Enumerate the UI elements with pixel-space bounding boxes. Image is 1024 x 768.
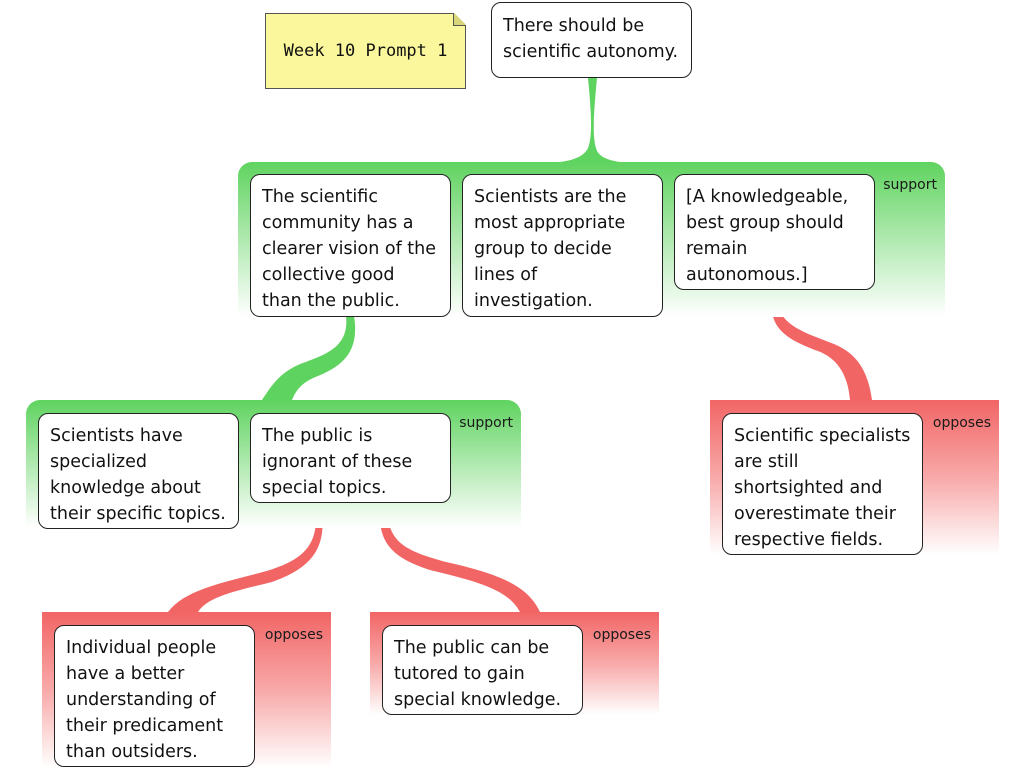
claim-knowledgeable-group[interactable]: [A knowledgeable, best group should rema… [674, 174, 875, 290]
claim-text: Scientists are the most appropriate grou… [474, 187, 627, 311]
oppose-connector-tutored [379, 512, 540, 612]
oppose-group-label: opposes [592, 627, 651, 643]
claim-text: The public is ignorant of these special … [262, 426, 413, 498]
claim-specialized-knowledge[interactable]: Scientists have specialized knowledge ab… [38, 413, 239, 529]
support-connector-root [560, 78, 620, 162]
claim-clearer-vision[interactable]: The scientific community has a clearer v… [250, 174, 451, 317]
oppose-connector-individual [168, 512, 323, 612]
claim-text: Scientists have specialized knowledge ab… [50, 426, 226, 524]
claim-public-ignorant[interactable]: The public is ignorant of these special … [250, 413, 451, 503]
claim-most-appropriate[interactable]: Scientists are the most appropriate grou… [462, 174, 663, 317]
sticky-note[interactable]: Week 10 Prompt 1 [265, 13, 466, 89]
support-group-label: support [883, 177, 937, 193]
claim-text: Individual people have a better understa… [66, 638, 224, 762]
claim-text: The public can be tutored to gain specia… [394, 638, 562, 710]
claim-text: [A knowledgeable, best group should rema… [686, 187, 849, 285]
support-connector-clearer-vision [262, 316, 356, 400]
claim-public-tutored[interactable]: The public can be tutored to gain specia… [382, 625, 583, 715]
oppose-group-label: opposes [264, 627, 323, 643]
note-fold-corner [453, 13, 466, 26]
claim-shortsighted[interactable]: Scientific specialists are still shortsi… [722, 413, 923, 555]
note-title: Week 10 Prompt 1 [283, 41, 448, 61]
support-group-label: support [459, 415, 513, 431]
claim-text: Scientific specialists are still shortsi… [734, 426, 911, 550]
oppose-connector-knowledgeable [771, 298, 872, 400]
claim-text: The scientific community has a clearer v… [262, 187, 437, 311]
oppose-group-label: opposes [932, 415, 991, 431]
root-claim-text: There should be scientific autonomy. [503, 16, 679, 62]
root-claim[interactable]: There should be scientific autonomy. [491, 2, 692, 78]
claim-individual-understanding[interactable]: Individual people have a better understa… [54, 625, 255, 767]
